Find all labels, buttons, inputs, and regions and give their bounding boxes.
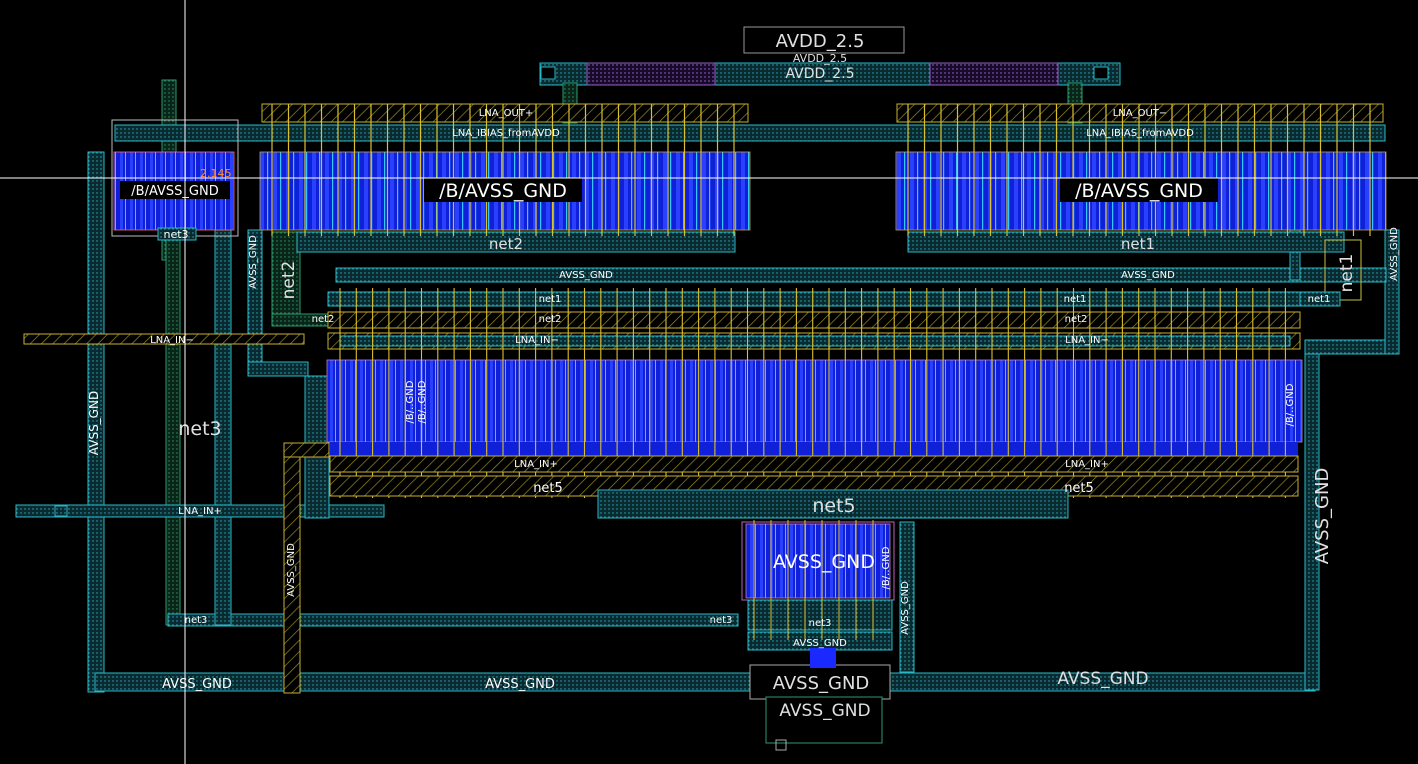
avss-horizontal-bar[interactable]	[335, 267, 1387, 283]
avss-bar-right-label: AVSS_GND	[1121, 270, 1175, 281]
layout-labels: AVDD_2.5 AVDD_2.5 AVDD_2.5 LNA_OUT+ LNA_…	[87, 26, 1400, 721]
main-device-fingers[interactable]	[326, 359, 1303, 443]
lna-in-plus-via[interactable]	[54, 505, 68, 517]
b-avss-right-label: /B/AVSS_GND	[1075, 180, 1203, 202]
net1-row-far[interactable]	[1299, 291, 1341, 307]
b-dots-label-3: /B/..GND	[1285, 383, 1296, 426]
avss-bottom-stub[interactable]	[810, 648, 836, 668]
avdd-contact-right[interactable]	[929, 62, 1059, 86]
net2-vertical-label: net2	[279, 261, 299, 300]
net1-row[interactable]	[327, 291, 1301, 307]
b-avss-small-label: /B/AVSS_GND	[131, 184, 218, 199]
net1-bar[interactable]	[907, 231, 1345, 253]
b-dots-label-2: /B/..GND	[417, 380, 428, 423]
net3-big-label: net3	[178, 418, 221, 440]
net1-bar-label: net1	[1121, 235, 1155, 253]
avss-bottom-center2-box[interactable]	[765, 696, 883, 744]
net2-row-right-label: net2	[1065, 314, 1088, 325]
net5-left-label: net5	[533, 481, 563, 496]
lna-out-plus-label: LNA_OUT+	[479, 108, 534, 119]
net2-vertical-wire[interactable]	[271, 231, 301, 327]
net3-bottom-left-label: net3	[185, 615, 208, 626]
net1-row-left-label: net1	[539, 294, 562, 305]
small-device-net3-tab[interactable]	[157, 227, 197, 241]
avss-mid-poly-h[interactable]	[283, 442, 330, 458]
lna-in-plus-mid-label: LNA_IN+	[514, 459, 558, 470]
lna-out-minus-label: LNA_OUT−	[1113, 108, 1168, 119]
lna-in-plus-right-label: LNA_IN+	[1065, 459, 1109, 470]
avss-bottom-mid-label: AVSS_GND	[485, 677, 555, 692]
coordinate-readout: 2.145	[200, 167, 232, 180]
lna-in-minus-left-label: LNA_IN−	[150, 335, 194, 346]
net5-big-label: net5	[812, 495, 855, 517]
small-bottom-device-net3[interactable]	[747, 599, 893, 631]
b-dots-label-1: /B/..GND	[405, 380, 416, 423]
net1-vertical-pad[interactable]	[1324, 239, 1362, 301]
small-bottom-device-avss-vertical[interactable]	[899, 521, 915, 673]
lna-out-minus-poly[interactable]	[896, 103, 1384, 123]
avss-vertical-right-small: AVSS_GND	[1389, 227, 1400, 281]
avdd-pin-box[interactable]	[743, 26, 905, 54]
avdd-mid-label: AVDD_2.5	[785, 66, 854, 82]
ibias-left-label: LNA_IBIAS_fromAVDD	[452, 128, 560, 139]
avss-big-vertical-label: AVSS_GND	[87, 391, 101, 455]
avss-bottom-right-label: AVSS_GND	[1057, 669, 1148, 689]
net3-small-device-label: net3	[809, 618, 832, 629]
b-avss-right-bg	[1060, 178, 1218, 202]
net5-right-label: net5	[1064, 481, 1094, 496]
avss-bottom-center2-label: AVSS_GND	[779, 701, 870, 721]
avss-left-rail[interactable]	[87, 151, 105, 693]
avss-bottom-center-label: AVSS_GND	[773, 673, 870, 694]
avdd-via-left[interactable]	[540, 66, 556, 80]
avdd-small-label: AVDD_2.5	[793, 52, 847, 65]
avss-vertical-mid-label: AVSS_GND	[286, 543, 297, 597]
net3-bottom-wire[interactable]	[167, 613, 739, 627]
net2-bar[interactable]	[296, 231, 736, 253]
avss-bottom-left-label: AVSS_GND	[162, 677, 232, 692]
b-avss-small-bg	[120, 181, 230, 199]
b-dots-small-label: /B/..GND	[881, 546, 892, 589]
net5-big-wire[interactable]	[597, 489, 1069, 519]
avss-vertical-right-big-label: AVSS_GND	[1312, 468, 1333, 565]
net3-bottom-right-label: net3	[710, 615, 733, 626]
avdd-via-right[interactable]	[1093, 66, 1109, 80]
net2-row-small-label: net2	[312, 314, 335, 325]
net2-row[interactable]	[327, 311, 1301, 329]
net1-row-right-label: net1	[1064, 294, 1087, 305]
avdd-contact-left[interactable]	[586, 62, 716, 86]
lna-in-plus-left-label: LNA_IN+	[178, 506, 222, 517]
net1-row-far-label: net1	[1308, 294, 1331, 305]
ibias-wire[interactable]	[114, 124, 1386, 142]
net1-vertical-label: net1	[1337, 254, 1357, 293]
net3-top-label: net3	[163, 228, 188, 241]
avss-left-stub-h[interactable]	[247, 361, 309, 377]
lna-in-minus-left-wire[interactable]	[23, 333, 305, 345]
avss-bar-left-label: AVSS_GND	[559, 270, 613, 281]
b-avss-left-bg	[424, 178, 582, 202]
lna-in-minus-row-wire[interactable]	[339, 335, 1291, 347]
avss-small-device-bottom-label: AVSS_GND	[793, 638, 847, 649]
small-bottom-device-fingers[interactable]	[745, 523, 891, 599]
avss-bottom-via[interactable]	[775, 739, 787, 751]
avss-vertical-small-device-label: AVSS_GND	[900, 581, 911, 635]
avss-vertical-left-small: AVSS_GND	[248, 235, 259, 289]
net2-bar-label: net2	[489, 235, 523, 253]
lna-in-minus-right-label: LNA_IN−	[1065, 335, 1109, 346]
avss-small-device-label: AVSS_GND	[773, 551, 875, 573]
lna-out-plus-poly[interactable]	[261, 103, 749, 123]
b-avss-left-label: /B/AVSS_GND	[439, 180, 567, 202]
ibias-right-label: LNA_IBIAS_fromAVDD	[1086, 128, 1194, 139]
layout-shapes[interactable]	[15, 35, 1400, 751]
avss-right-rail-stub[interactable]	[1384, 229, 1400, 355]
net2-row-left-label: net2	[539, 314, 562, 325]
avdd-main-label: AVDD_2.5	[776, 31, 865, 52]
lna-in-plus-row[interactable]	[329, 455, 1299, 473]
lna-in-minus-mid-label: LNA_IN−	[515, 335, 559, 346]
